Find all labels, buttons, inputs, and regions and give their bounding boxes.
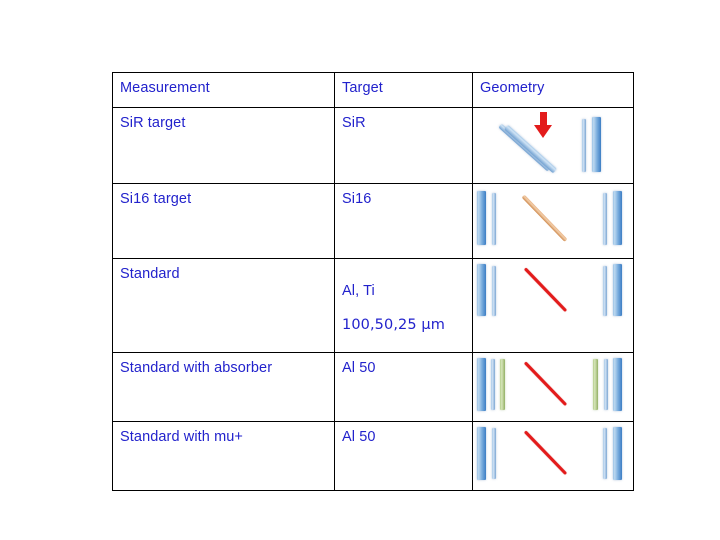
table-row: Standard with mu+ Al 50 (112, 420, 634, 491)
detector-bar-thick-right (613, 191, 622, 245)
table-row: SiR target SiR (112, 107, 634, 184)
detector-bar-thick-right (592, 117, 601, 172)
cell-geometry-3 (472, 258, 634, 353)
header-cell-geometry: Geometry (472, 72, 634, 108)
absorber-bar-right (593, 358, 598, 410)
arrow-head (534, 125, 552, 138)
arrow-shaft (540, 112, 547, 127)
cell-target-4: Al 50 (334, 351, 473, 422)
cell-target-1: SiR (334, 107, 473, 184)
cell-geometry-1 (472, 107, 634, 184)
table-header-row: Measurement Target Geometry (112, 72, 634, 108)
detector-bar-thick-right (613, 426, 622, 480)
detector-bar-thin-right (603, 427, 607, 479)
measurement-label-1: SiR target (120, 115, 186, 131)
measurement-label-5: Standard with mu+ (120, 428, 244, 445)
detector-bar-thin-left (492, 427, 496, 479)
measurement-label-3: Standard (120, 266, 180, 282)
detector-bar-thick-right (613, 357, 622, 411)
geometry-diagram-4 (473, 353, 633, 421)
cell-measurement-3: Standard (112, 258, 335, 353)
detector-bar-thin-right (603, 193, 607, 245)
cell-target-2: Si16 (334, 183, 473, 259)
cell-measurement-4: Standard with absorber (112, 351, 335, 422)
target-label-5: Al 50 (342, 428, 376, 445)
detector-bar-thin-right (603, 266, 607, 316)
header-cell-measurement: Measurement (112, 72, 335, 108)
table-row: Si16 target Si16 (112, 183, 634, 259)
target-label-3: Al, Ti 100,50,25 μm (335, 259, 472, 352)
detector-bar-thin-right (582, 119, 586, 172)
cell-target-5: Al 50 (334, 420, 473, 491)
cell-target-3: Al, Ti 100,50,25 μm (334, 258, 473, 353)
cell-measurement-2: Si16 target (112, 183, 335, 259)
diagonal-orange-target (521, 194, 568, 242)
cell-measurement-5: Standard with mu+ (112, 420, 335, 491)
detector-bar-thick-left (477, 357, 486, 411)
table-row: Standard with absorber Al 50 (112, 351, 634, 422)
target-line-1: Al, Ti (342, 283, 375, 300)
detector-bar-thick-left (477, 426, 486, 480)
detector-bar-thick-left (477, 191, 486, 245)
detector-bar-thick-right (613, 264, 622, 316)
cell-geometry-4 (472, 351, 634, 422)
measurement-label-2: Si16 target (120, 191, 192, 207)
cell-measurement-1: SiR target (112, 107, 335, 184)
geometry-diagram-5 (473, 422, 633, 490)
measurement-geometry-table: Measurement Target Geometry SiR target S… (112, 72, 634, 491)
cell-geometry-5 (472, 420, 634, 491)
cell-geometry-2 (472, 183, 634, 259)
absorber-bar-left (500, 358, 505, 410)
red-down-arrow-icon (534, 112, 552, 138)
geometry-diagram-2 (473, 184, 633, 258)
header-cell-target: Target (334, 72, 473, 108)
detector-bar-thick-left (477, 264, 486, 316)
table-row: Standard Al, Ti 100,50,25 μm (112, 258, 634, 353)
target-label-4: Al 50 (342, 359, 376, 376)
target-line-2: 100,50,25 μm (342, 317, 445, 334)
measurement-label-4: Standard with absorber (120, 359, 273, 376)
header-label-geometry: Geometry (480, 80, 545, 96)
target-label-1: SiR (342, 115, 366, 131)
header-label-target: Target (342, 80, 383, 96)
diagonal-red-target (523, 361, 568, 406)
detector-bar-thin-right (604, 358, 608, 410)
diagonal-red-target (523, 430, 568, 475)
geometry-diagram-3 (473, 259, 633, 352)
detector-bar-thin-left (492, 266, 496, 316)
detector-bar-thin-left (492, 193, 496, 245)
geometry-diagram-1 (473, 108, 633, 183)
target-label-2: Si16 (342, 191, 372, 207)
header-label-measurement: Measurement (120, 80, 210, 96)
diagonal-red-target (523, 267, 568, 312)
detector-bar-thin-left (491, 358, 495, 410)
